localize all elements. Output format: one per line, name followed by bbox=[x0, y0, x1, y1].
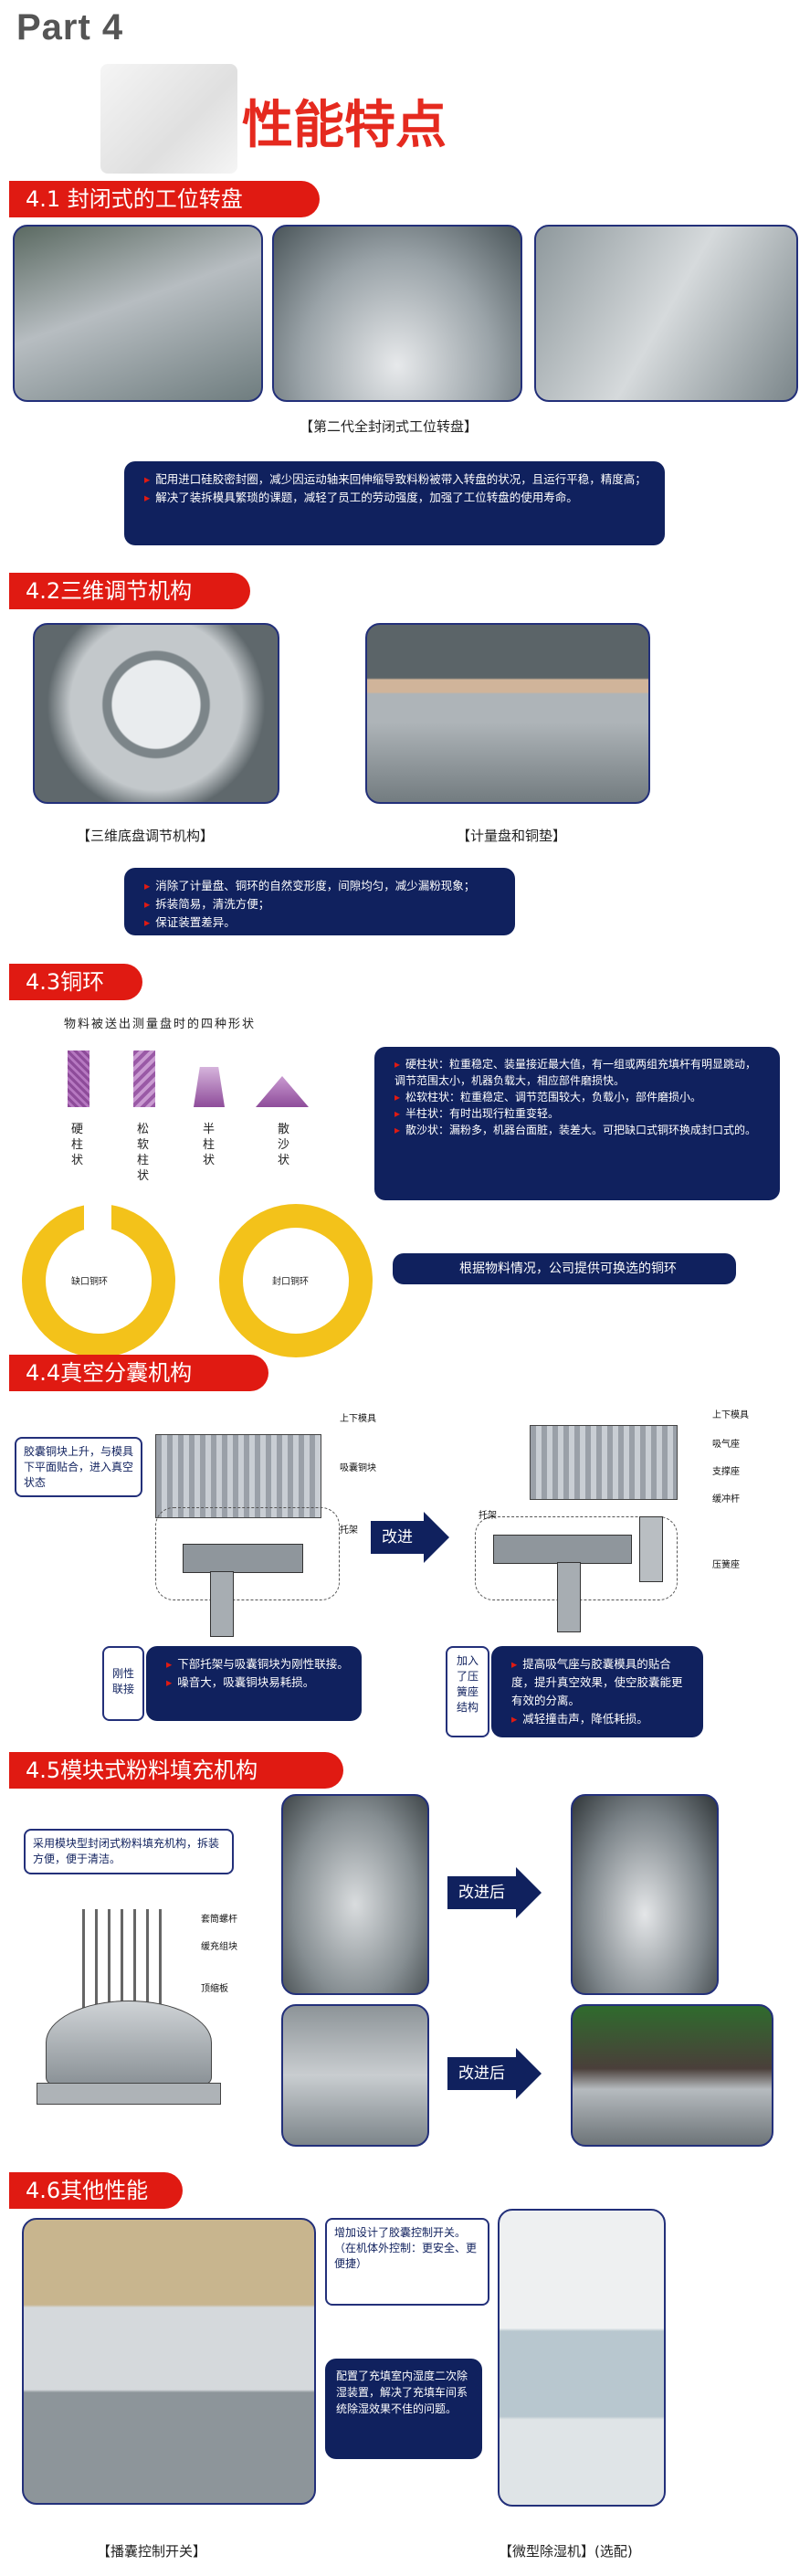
photo-capsule-switch bbox=[22, 2218, 316, 2505]
shape-subtitle: 物料被送出测量盘时的四种形状 bbox=[64, 1018, 257, 1031]
diagram-before bbox=[137, 1407, 365, 1637]
section-heading-4-3: 4.3铜环 bbox=[9, 964, 142, 1000]
module-body bbox=[46, 2001, 212, 2085]
label-suction-seat: 吸气座 bbox=[712, 1440, 740, 1450]
label-fill-block: 缓充组块 bbox=[201, 1942, 237, 1952]
section-heading-4-1: 4.1 封闭式的工位转盘 bbox=[9, 181, 320, 217]
shape-label: 松软柱状 bbox=[137, 1123, 150, 1183]
diagram-after bbox=[466, 1407, 678, 1635]
caption-turntable: 【第二代全封闭式工位转盘】 bbox=[300, 418, 479, 435]
caption-metering-disc: 【计量盘和铜垫】 bbox=[457, 828, 567, 844]
shape-label: 硬柱状 bbox=[71, 1123, 84, 1167]
bracket bbox=[493, 1535, 632, 1564]
tag-spring-seat: 加入了压簧座结构 bbox=[446, 1646, 489, 1737]
arrow-head-icon bbox=[516, 2048, 542, 2099]
improve-arrow-2: 改进后 bbox=[447, 2048, 542, 2099]
shape-soft-column bbox=[133, 1050, 155, 1107]
shape-hard-column bbox=[68, 1050, 89, 1107]
shaft bbox=[210, 1571, 234, 1637]
arrow-head-icon bbox=[516, 1867, 542, 1918]
feature-item: ▸提高吸气座与胶囊模具的贴合度，提升真空效果，使空胶囊能更有效的分离。 bbox=[511, 1657, 683, 1707]
detail-circle bbox=[155, 1507, 340, 1600]
shape-label: 散沙状 bbox=[278, 1123, 290, 1167]
label-bracket: 托架 bbox=[479, 1511, 497, 1521]
caption-capsule-switch: 【播囊控制开关】 bbox=[97, 2543, 207, 2560]
photo-module-after-2 bbox=[571, 2004, 773, 2147]
part-number: Part 4 bbox=[16, 7, 124, 48]
tag-rigid: 刚性联接 bbox=[102, 1646, 144, 1721]
base-plate bbox=[37, 2083, 221, 2105]
photo-module-before-2 bbox=[281, 2004, 429, 2147]
rods bbox=[82, 1909, 164, 2010]
ring-note: 根据物料情况，公司提供可换选的铜环 bbox=[393, 1253, 736, 1284]
shape-label: 半柱状 bbox=[203, 1123, 216, 1167]
photo-turntable-1 bbox=[13, 225, 263, 402]
features-4-4-after: ▸提高吸气座与胶囊模具的贴合度，提升真空效果，使空胶囊能更有效的分离。 ▸减轻撞… bbox=[491, 1646, 703, 1737]
photo-metering-disc bbox=[365, 623, 650, 804]
feature-item: ▸半柱状：有时出现行粒重变轻。 bbox=[394, 1107, 560, 1120]
mold-block bbox=[530, 1425, 678, 1500]
ring-notched-label: 缺口铜环 bbox=[71, 1277, 108, 1287]
arrow-head-icon bbox=[424, 1512, 449, 1563]
section-heading-4-2: 4.2三维调节机构 bbox=[9, 573, 250, 609]
feature-item: ▸配用进口硅胶密封圈，减少因运动轴来回伸缩导致料粉被带入转盘的状况，且运行平稳，… bbox=[144, 472, 647, 486]
section-heading-4-6: 4.6其他性能 bbox=[9, 2172, 183, 2209]
feature-item: ▸消除了计量盘、铜环的自然变形度，间隙均匀，减少漏粉现象； bbox=[144, 879, 476, 892]
section-heading-4-5: 4.5模块式粉料填充机构 bbox=[9, 1752, 343, 1789]
hero-photo bbox=[100, 64, 237, 174]
feature-item: ▸噪音大，吸囊铜块易耗损。 bbox=[166, 1675, 315, 1689]
photo-module-after-1 bbox=[571, 1794, 719, 1995]
label-bracket: 托架 bbox=[340, 1526, 358, 1536]
section-heading-4-4: 4.4真空分囊机构 bbox=[9, 1355, 268, 1391]
label-plate: 顶缩板 bbox=[201, 1984, 228, 1994]
label-buffer-rod: 缓冲杆 bbox=[712, 1494, 740, 1504]
feature-item: ▸松软柱状：粒重稳定、调节范围较大，负载小，部件磨损小。 bbox=[394, 1091, 702, 1103]
page-title: 性能特点 bbox=[242, 96, 447, 155]
arrow-label: 改进后 bbox=[447, 1876, 516, 1909]
caption-3d-adjust: 【三维底盘调节机构】 bbox=[77, 828, 215, 844]
module-callout: 采用模块型封闭式粉料填充机构，拆装方便，便于清洁。 bbox=[24, 1829, 234, 1874]
module-diagram bbox=[37, 1900, 221, 2110]
feature-item: ▸拆装简易，清洗方便； bbox=[144, 897, 270, 911]
ring-sealed-label: 封口铜环 bbox=[272, 1277, 309, 1287]
features-4-1: ▸配用进口硅胶密封圈，减少因运动轴来回伸缩导致料粉被带入转盘的状况，且运行平稳，… bbox=[124, 461, 665, 545]
ring-notch bbox=[84, 1198, 111, 1230]
features-4-4-before: ▸下部托架与吸囊铜块为刚性联接。 ▸噪音大，吸囊铜块易耗损。 bbox=[146, 1646, 362, 1721]
label-sleeve-screw: 套筒螺杆 bbox=[201, 1915, 237, 1925]
caption-dehumidifier: 【微型除湿机】(选配) bbox=[499, 2543, 633, 2560]
note-dehumidifier: 配置了充填室内湿度二次除湿装置，解决了充填车间系统除湿效果不佳的问题。 bbox=[325, 2359, 482, 2459]
label-suction-block: 吸囊铜块 bbox=[340, 1463, 376, 1473]
photo-turntable-2 bbox=[272, 225, 522, 402]
photo-turntable-3 bbox=[534, 225, 798, 402]
vacuum-callout: 胶囊铜块上升，与模具下平面贴合，进入真空状态 bbox=[15, 1437, 142, 1497]
shape-half-column bbox=[194, 1067, 225, 1107]
features-4-3: ▸硬柱状：粒重稳定、装量接近最大值，有一组或两组充填杆有明显跳动，调节范围太小，… bbox=[374, 1047, 780, 1200]
feature-item: ▸散沙状：漏粉多，机器台面脏，装差大。可把缺口式铜环换成封口式的。 bbox=[394, 1124, 757, 1136]
photo-dehumidifier bbox=[498, 2209, 666, 2507]
improve-arrow-1: 改进后 bbox=[447, 1867, 542, 1918]
feature-item: ▸解决了装拆模具繁琐的课题，减轻了员工的劳动强度，加强了工位转盘的使用寿命。 bbox=[144, 491, 578, 504]
improve-arrow: 改进 bbox=[371, 1512, 449, 1563]
label-support-seat: 支撑座 bbox=[712, 1467, 740, 1477]
arrow-label: 改进后 bbox=[447, 2057, 516, 2090]
feature-item: ▸下部托架与吸囊铜块为刚性联接。 bbox=[166, 1657, 349, 1671]
bracket bbox=[183, 1544, 303, 1573]
label-spring-seat: 压簧座 bbox=[712, 1560, 740, 1570]
mold-block bbox=[155, 1434, 321, 1518]
spring-seat bbox=[639, 1516, 663, 1582]
photo-3d-adjust bbox=[33, 623, 279, 804]
feature-item: ▸硬柱状：粒重稳定、装量接近最大值，有一组或两组充填杆有明显跳动，调节范围太小，… bbox=[394, 1058, 757, 1087]
feature-item: ▸保证装置差异。 bbox=[144, 915, 236, 929]
shaft bbox=[557, 1562, 581, 1632]
note-capsule-switch: 增加设计了胶囊控制开关。（在机体外控制：更安全、更便捷） bbox=[325, 2218, 489, 2306]
feature-item: ▸减轻撞击声，降低耗损。 bbox=[511, 1712, 648, 1726]
label-mold: 上下模具 bbox=[712, 1410, 749, 1420]
photo-module-before-1 bbox=[281, 1794, 429, 1995]
shape-loose-sand bbox=[256, 1076, 309, 1107]
features-4-2: ▸消除了计量盘、铜环的自然变形度，间隙均匀，减少漏粉现象； ▸拆装简易，清洗方便… bbox=[124, 868, 515, 935]
arrow-label: 改进 bbox=[371, 1521, 424, 1554]
label-mold: 上下模具 bbox=[340, 1414, 376, 1424]
